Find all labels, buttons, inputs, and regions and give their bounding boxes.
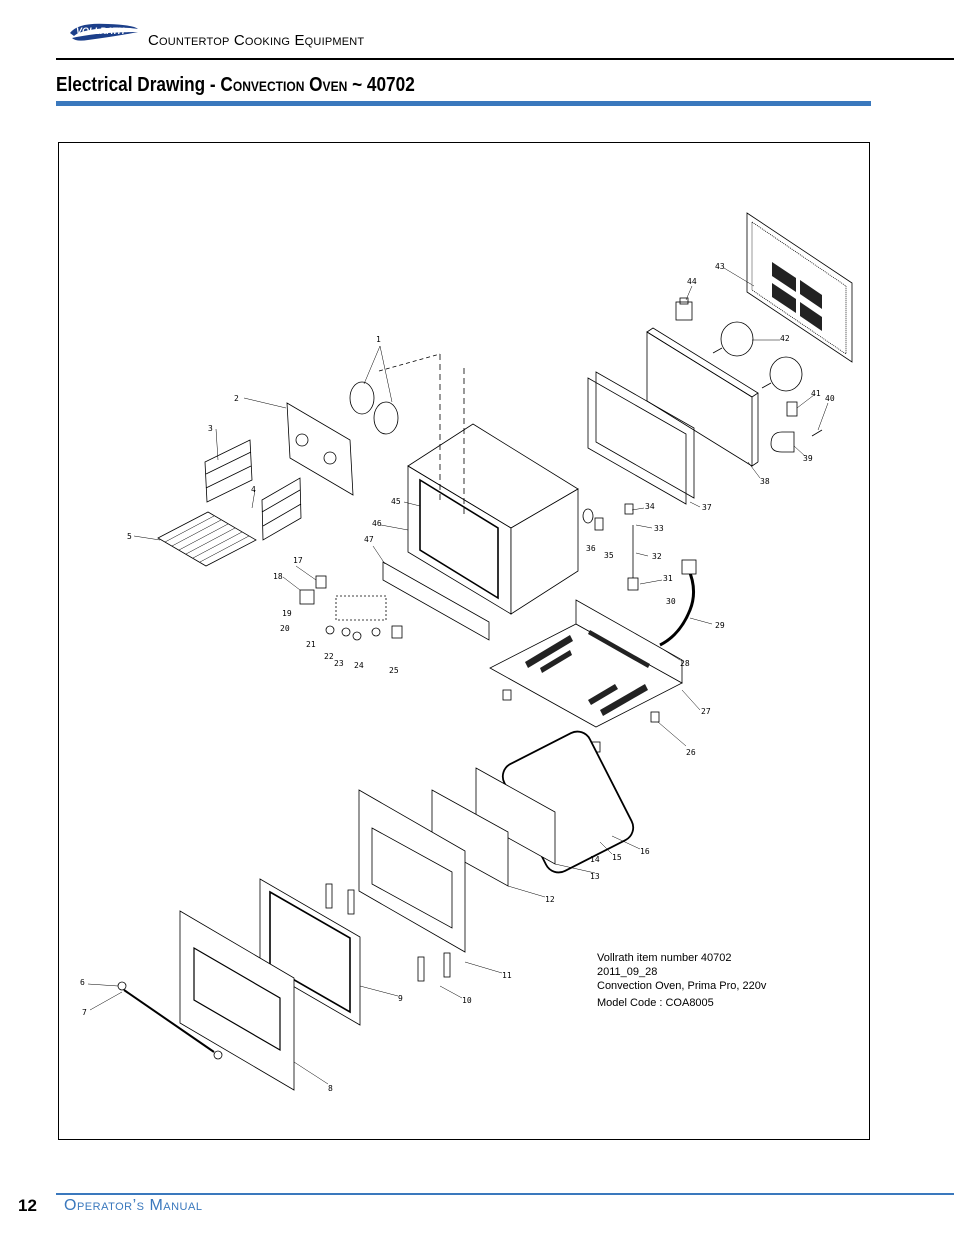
part-label: 44 bbox=[687, 277, 697, 286]
section-title-suffix: ~ 40702 bbox=[347, 74, 415, 96]
part-label: 40 bbox=[825, 394, 835, 403]
part-label: 5 bbox=[127, 532, 132, 541]
part-label: 12 bbox=[545, 895, 555, 904]
drawing-info-block: Vollrath item number 40702 2011_09_28 Co… bbox=[597, 951, 766, 1010]
part-label: 16 bbox=[640, 847, 650, 856]
part-label: 22 bbox=[324, 652, 334, 661]
section-title-main: Convection Oven bbox=[220, 74, 348, 96]
part-label: 32 bbox=[652, 552, 662, 561]
part-label: 7 bbox=[82, 1008, 87, 1017]
part-label: 31 bbox=[663, 574, 673, 583]
part-label: 10 bbox=[462, 996, 472, 1005]
part-label: 24 bbox=[354, 661, 364, 670]
section-divider bbox=[56, 101, 871, 106]
svg-text:VOLLRATH: VOLLRATH bbox=[76, 26, 125, 36]
part-label: 13 bbox=[590, 872, 600, 881]
part-label: 15 bbox=[612, 853, 622, 862]
section-title-prefix: Electrical Drawing - bbox=[56, 74, 221, 96]
footer-divider bbox=[56, 1193, 954, 1195]
part-label: 37 bbox=[702, 503, 712, 512]
part-label: 6 bbox=[80, 978, 85, 987]
part-label: 29 bbox=[715, 621, 725, 630]
part-label: 3 bbox=[208, 424, 213, 433]
part-label: 45 bbox=[391, 497, 401, 506]
model-code-text: Model Code : COA8005 bbox=[597, 997, 714, 1009]
part-label: 42 bbox=[780, 334, 790, 343]
header-title: Countertop Cooking Equipment bbox=[148, 32, 365, 49]
part-label: 28 bbox=[680, 659, 690, 668]
part-label: 14 bbox=[590, 855, 600, 864]
drawing-frame bbox=[58, 142, 870, 1140]
part-label: 17 bbox=[293, 556, 303, 565]
section-title: Electrical Drawing - Convection Oven ~ 4… bbox=[56, 74, 415, 97]
part-label: 38 bbox=[760, 477, 770, 486]
page-number: 12 bbox=[18, 1196, 37, 1215]
part-label: 43 bbox=[715, 262, 725, 271]
footer-title: Operator’s Manual bbox=[64, 1197, 203, 1214]
part-label: 20 bbox=[280, 624, 290, 633]
part-label: 21 bbox=[306, 640, 316, 649]
part-label: 33 bbox=[654, 524, 664, 533]
part-label: 46 bbox=[372, 519, 382, 528]
part-label: 11 bbox=[502, 971, 512, 980]
part-label: 35 bbox=[604, 551, 614, 560]
part-label: 26 bbox=[686, 748, 696, 757]
item-number-text: Vollrath item number 40702 bbox=[597, 952, 732, 964]
part-label: 47 bbox=[364, 535, 374, 544]
part-label: 39 bbox=[803, 454, 813, 463]
part-label: 36 bbox=[586, 544, 596, 553]
part-label: 19 bbox=[282, 609, 292, 618]
part-label: 9 bbox=[398, 994, 403, 1003]
part-label: 2 bbox=[234, 394, 239, 403]
vollrath-logo: VOLLRATH bbox=[70, 23, 138, 41]
part-label: 30 bbox=[666, 597, 676, 606]
description-text: Convection Oven, Prima Pro, 220v bbox=[597, 980, 767, 992]
date-text: 2011_09_28 bbox=[597, 966, 658, 978]
part-label: 8 bbox=[328, 1084, 333, 1093]
part-label: 1 bbox=[376, 335, 381, 344]
part-label: 18 bbox=[273, 572, 283, 581]
part-label: 41 bbox=[811, 389, 821, 398]
part-label: 25 bbox=[389, 666, 399, 675]
part-label: 4 bbox=[251, 485, 256, 494]
header-divider bbox=[56, 58, 954, 60]
part-label: 27 bbox=[701, 707, 711, 716]
part-label: 23 bbox=[334, 659, 344, 668]
part-label: 34 bbox=[645, 502, 655, 511]
